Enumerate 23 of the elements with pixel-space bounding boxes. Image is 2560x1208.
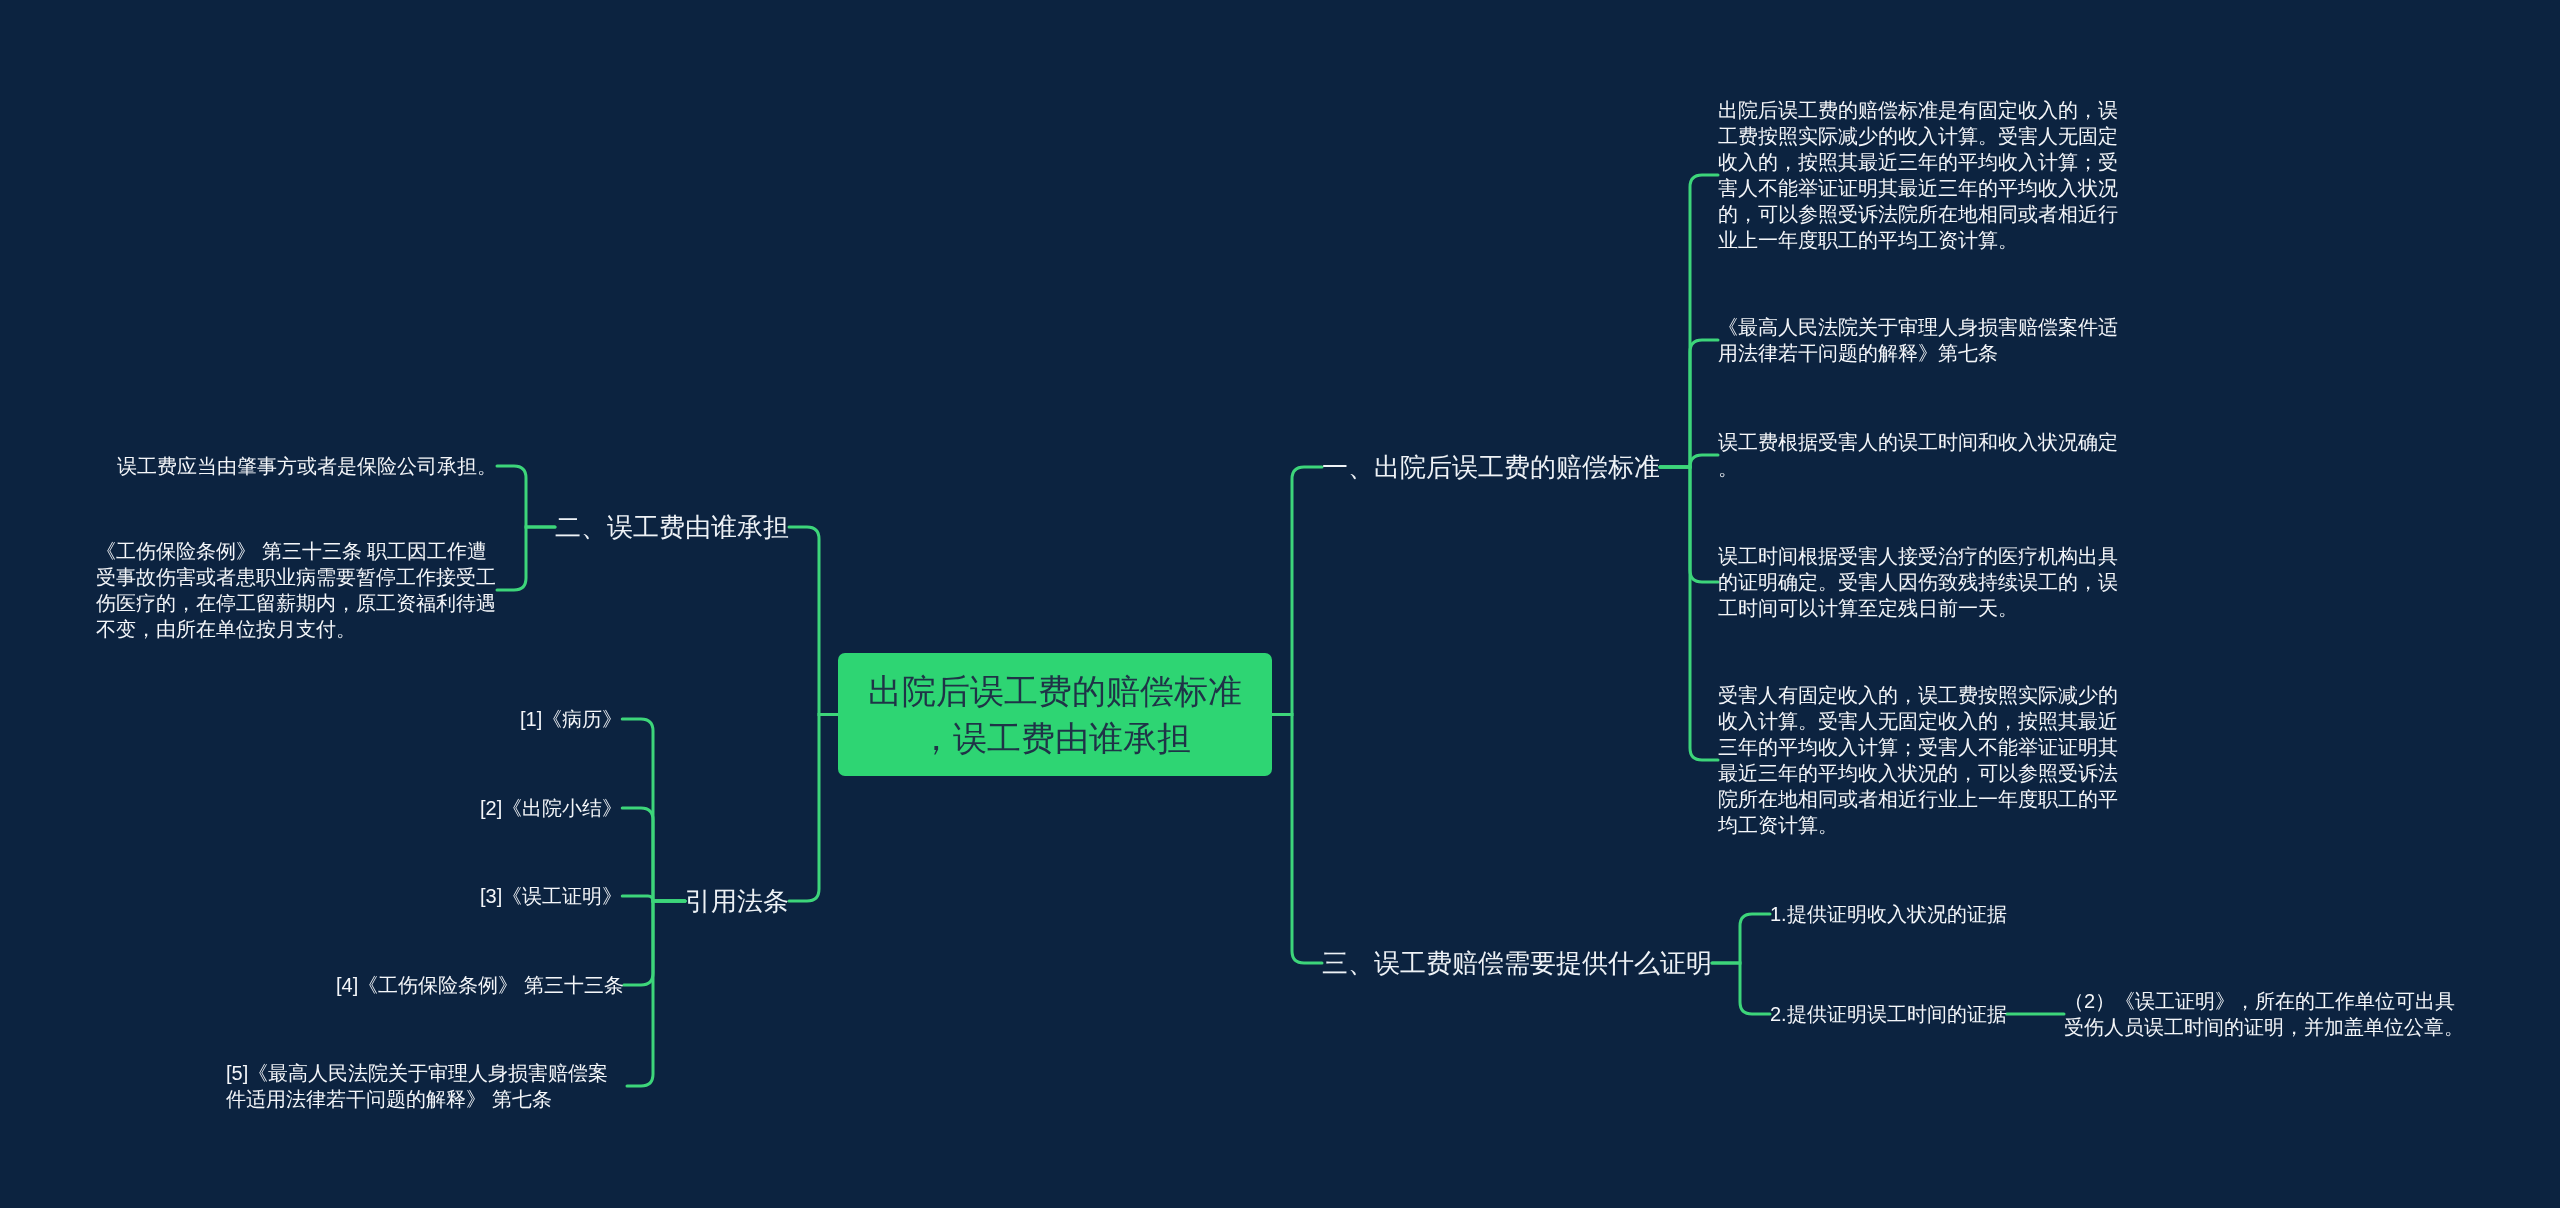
branch-topic: 引用法条 (685, 884, 789, 918)
subtopic-text: 1.提供证明收入状况的证据 (1770, 901, 2007, 927)
branch-topic: 一、出院后误工费的赔偿标准 (1322, 450, 1660, 484)
subtopic-text: [3]《误工证明》 (480, 883, 623, 909)
subtopic-text: 2.提供证明误工时间的证据 (1770, 1001, 2007, 1027)
subtopic-text: 《最高人民法院关于审理人身损害赔偿案件适用法律若干问题的解释》第七条 (1718, 314, 2119, 366)
subtopic-text: 误工时间根据受害人接受治疗的医疗机构出具的证明确定。受害人因伤致残持续误工的，误工时间可以计算至定残日前一天。 (1718, 543, 2119, 621)
central-topic: 出院后误工费的赔偿标准，误工费由谁承担 (838, 653, 1272, 776)
subtopic-text: 误工费应当由肇事方或者是保险公司承担。 (117, 453, 497, 479)
subtopic-text: [5]《最高人民法院关于审理人身损害赔偿案件适用法律若干问题的解释》 第七条 (226, 1060, 627, 1112)
branch-topic: 二、误工费由谁承担 (555, 510, 789, 544)
subtopic-text: 误工费根据受害人的误工时间和收入状况确定。 (1718, 429, 2119, 481)
subtopic-text: [2]《出院小结》 (480, 795, 623, 821)
connector-line (1270, 713, 1324, 965)
subtopic-text: 《工伤保险条例》 第三十三条 职工因工作遭受事故伤害或者患职业病需要暂停工作接受工伤医疗的，在停工留薪期内，原工资福利待遇不变，由所在单位按月支付。 (96, 538, 497, 642)
subtopic-text: 受害人有固定收入的，误工费按照实际减少的收入计算。受害人无固定收入的，按照其最近三年的平均收入计算；受害人不能举证证明其最近三年的平均收入状况的，可以参照受诉法院所在地相同或者相近行业上一年度职工的平均工资计算。 (1718, 682, 2119, 838)
subtopic-text: （2）《误工证明》，所在的工作单位可出具受伤人员误工时间的证明，并加盖单位公章。 (2064, 988, 2465, 1040)
branch-topic: 三、误工费赔偿需要提供什么证明 (1322, 946, 1712, 980)
connector-line (2005, 1012, 2066, 1016)
subtopic-text: [4]《工伤保险条例》 第三十三条 (336, 972, 624, 998)
subtopic-text: [1]《病历》 (520, 706, 623, 732)
subtopic-text: 出院后误工费的赔偿标准是有固定收入的，误工费按照实际减少的收入计算。受害人无固定收入的，按照其最近三年的平均收入计算；受害人不能举证证明其最近三年的平均收入状况的，可以参照受诉法院所在地相同或者相近行业上一年度职工的平均工资计算。 (1718, 97, 2119, 253)
connector-line (787, 713, 840, 903)
